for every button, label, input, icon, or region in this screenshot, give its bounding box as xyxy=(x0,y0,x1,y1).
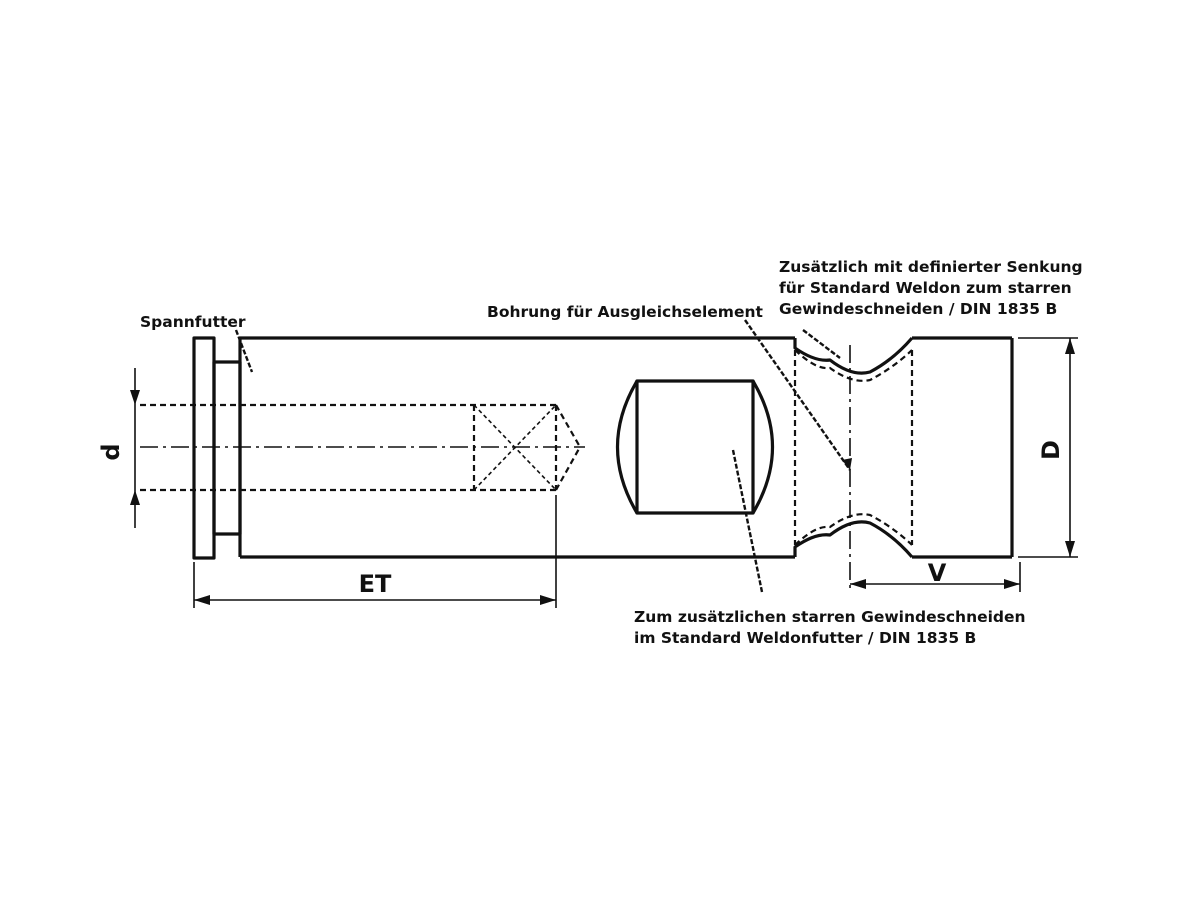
label-senkung-line1: Zusätzlich mit definierter Senkung xyxy=(779,258,1083,276)
dimension-d: d xyxy=(97,368,140,528)
tool-body xyxy=(238,336,1014,559)
dimension-label-d: d xyxy=(97,443,125,460)
dimension-label-D: D xyxy=(1037,440,1065,460)
label-bohrung: Bohrung für Ausgleichselement xyxy=(487,303,763,321)
compensation-bore xyxy=(616,379,774,515)
leader-lines xyxy=(234,319,852,593)
label-gewinde-line1: Zum zusätzlichen starren Gewindeschneide… xyxy=(634,608,1026,626)
label-gewinde-line2: im Standard Weldonfutter / DIN 1835 B xyxy=(634,629,976,647)
chuck-flange xyxy=(192,336,242,560)
label-senkung-line2: für Standard Weldon zum starren xyxy=(779,279,1072,297)
leader-spannfutter xyxy=(234,329,254,373)
dimension-et: ET xyxy=(193,495,557,608)
dimension-v: V xyxy=(850,559,1021,592)
dimension-D: D xyxy=(1018,337,1078,558)
dimension-label-et: ET xyxy=(359,570,392,598)
leader-senkung xyxy=(802,329,841,359)
leader-bohrung xyxy=(744,319,851,471)
weldon-recess xyxy=(793,336,914,590)
label-senkung-line3: Gewindeschneiden / DIN 1835 B xyxy=(779,300,1057,318)
dimension-label-v: V xyxy=(928,559,947,587)
leader-gewinde xyxy=(731,449,764,593)
label-spannfutter: Spannfutter xyxy=(140,313,246,331)
